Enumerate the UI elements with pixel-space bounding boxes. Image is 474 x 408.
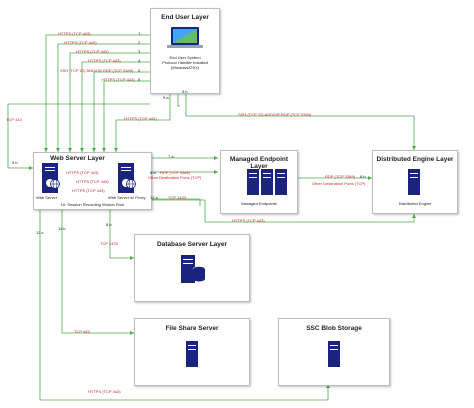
label-other-dest-ws: Other Destination Ports (TCP) xyxy=(148,175,202,180)
file-server-icon xyxy=(186,341,198,367)
web-server-caption: Web Server xyxy=(36,195,58,200)
end-user-caption-line-2: Protocol Handler Installed xyxy=(162,60,208,65)
laptop-icon xyxy=(167,27,203,48)
label-tcp445: TCP 445 xyxy=(74,329,90,334)
label-ssh-rdp: SSH (TCP 22) AND/OR RDP (TCP 3389) xyxy=(60,68,134,73)
label-tcp1433-ws: TCP 1433 xyxy=(168,195,186,200)
label-other-dest-de: Other Destination Ports (TCP) xyxy=(312,181,366,186)
label-https-4: HTTPS (TCP 443) xyxy=(88,58,121,63)
step-number: 5 xyxy=(138,68,141,73)
step-number: 3 xyxy=(138,49,141,54)
end-user-layer-box: End User Layer End User System Protocol … xyxy=(150,8,220,94)
managed-endpoints-caption: Managed Endpoints xyxy=(241,201,277,206)
end-user-caption-line-3: (Windows/OSX) xyxy=(170,65,200,70)
file-share-title: File Share Server xyxy=(165,325,219,332)
blob-server-icon xyxy=(328,341,340,367)
end-user-caption: End User System Protocol Handler Install… xyxy=(151,55,219,70)
database-icon xyxy=(181,255,205,283)
step-number: 11.b xyxy=(58,226,66,231)
step-number: 5.b xyxy=(182,89,188,94)
label-ws-https-a: HTTPS (TCP 443) xyxy=(66,170,99,175)
web-server-layer-box: Web Server Layer Web Server Web Server w… xyxy=(33,152,152,210)
label-rdp-ws: RDP (TCP 3389) xyxy=(160,170,191,175)
label-tcp1433-db: TCP 1433 xyxy=(100,241,118,246)
proxy-caption: Web Server w/ Proxy xyxy=(108,195,146,200)
globe-icon xyxy=(50,179,60,189)
label-https-de: HTTPS (TCP 443) xyxy=(232,218,265,223)
end-user-caption-line-1: End User System xyxy=(169,55,201,60)
label-https-2: HTTPS (TCP 443) xyxy=(64,40,97,45)
engine-server-icon xyxy=(408,169,420,195)
label-https-1: HTTPS (TCP 443) xyxy=(58,31,91,36)
label-https-blob: HTTPS (TCP 443) xyxy=(88,389,121,394)
step-number: 12.a xyxy=(150,195,158,200)
database-layer-box: Database Server Layer xyxy=(134,234,250,302)
web-server-layer-title: Web Server Layer xyxy=(50,155,105,162)
blob-storage-box: SSC Blob Storage xyxy=(278,318,390,386)
label-https-3: HTTPS (TCP 443) xyxy=(76,49,109,54)
step-number: 6 xyxy=(138,77,141,82)
step-number: 4 xyxy=(138,58,141,63)
step-number: 1 xyxy=(138,31,141,36)
distributed-engine-title: Distributed Engine Layer xyxy=(376,156,454,163)
label-https-5: HTTPS (TCP 443) xyxy=(102,77,135,82)
endpoint-servers-icon xyxy=(247,169,287,195)
label-ssh-long: SSH (TCP 22) AND/OR RDP (TCP 3389) xyxy=(238,112,312,117)
distributed-engine-layer-box: Distributed Engine Layer Distributed Eng… xyxy=(372,150,458,214)
label-tcp443-left: TCP 443 xyxy=(6,117,22,122)
step-number: 8.b xyxy=(360,174,366,179)
file-share-box: File Share Server xyxy=(134,318,250,386)
step-number: 2 xyxy=(138,40,141,45)
blob-storage-title: SSC Blob Storage xyxy=(306,325,362,332)
label-rdp-de: RDP (TCP 3389) xyxy=(325,174,356,179)
managed-endpoint-title: Managed Endpoint Layer xyxy=(229,156,289,170)
label-ws-https-c: HTTPS (TCP 443) xyxy=(72,188,105,193)
end-user-layer-title: End User Layer xyxy=(161,14,209,21)
step-number: 8.b xyxy=(106,222,112,227)
database-title: Database Server Layer xyxy=(156,241,228,248)
distributed-engine-caption: Distributed Engine xyxy=(398,201,432,206)
label-https-9a: HTTPS (TCP 443) xyxy=(124,116,157,121)
step-number: 8.a xyxy=(150,170,156,175)
step-number: 9.a xyxy=(163,95,169,100)
session-recording-caption: 10. Session Recording Worker Role xyxy=(60,202,125,207)
step-number: 9.b xyxy=(12,160,18,165)
step-number: 7.a xyxy=(168,154,174,159)
step-number: 12.c xyxy=(36,230,44,235)
managed-endpoint-layer-box: Managed Endpoint Layer Managed Endpoints xyxy=(220,150,298,214)
label-ws-https-b: HTTPS (TCP 443) xyxy=(76,179,109,184)
globe-icon xyxy=(126,179,136,189)
